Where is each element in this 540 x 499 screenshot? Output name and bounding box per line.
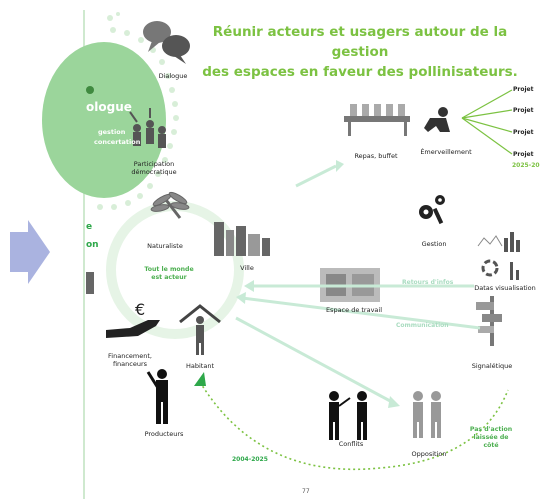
label-signaletique: Signalétique bbox=[471, 362, 513, 370]
title-line-2: des espaces en faveur des pollinisateurs… bbox=[202, 64, 518, 80]
svg-text:€: € bbox=[135, 300, 145, 319]
label-espace: Espace de travail bbox=[325, 306, 383, 314]
participation-icon bbox=[129, 108, 166, 148]
conflits-icon bbox=[329, 391, 367, 440]
project-2: Projet bbox=[513, 107, 534, 114]
dotted-curve bbox=[199, 381, 509, 471]
label-pas-action-1: Pas d'action bbox=[469, 426, 513, 433]
project-4: Projet bbox=[513, 151, 534, 158]
label-pas-action: Pas d'action laissée de côté bbox=[466, 426, 516, 450]
opposition-icon bbox=[413, 391, 441, 438]
circle-figure-head bbox=[86, 86, 94, 94]
project-1: Projet bbox=[513, 86, 534, 93]
producteur-icon bbox=[146, 369, 168, 424]
center-text-1: Tout le monde bbox=[144, 266, 194, 273]
dialogue-icon bbox=[143, 21, 190, 64]
left-divider bbox=[83, 10, 85, 499]
repas-icon bbox=[344, 104, 410, 136]
page-title: Réunir acteurs et usagers autour de la g… bbox=[190, 22, 530, 82]
project-lines bbox=[461, 89, 513, 155]
circle-title: ologue bbox=[86, 100, 132, 114]
city-icon bbox=[214, 222, 270, 256]
blue-arrow-icon bbox=[10, 220, 50, 284]
years-right: 2025-20 bbox=[512, 162, 540, 169]
label-participation-2: démocratique bbox=[131, 168, 177, 176]
label-repas: Repas, buffet bbox=[354, 152, 398, 160]
label-gestion: Gestion bbox=[421, 240, 447, 248]
title-line-1: Réunir acteurs et usagers autour de la g… bbox=[212, 24, 508, 60]
label-producteurs: Producteurs bbox=[144, 430, 184, 438]
emerveillement-icon bbox=[424, 107, 450, 132]
label-participation-1: Participation bbox=[133, 160, 175, 168]
label-financement-2: financeurs bbox=[112, 360, 148, 368]
signaletique-icon bbox=[476, 296, 502, 346]
label-opposition: Opposition bbox=[411, 450, 447, 458]
financing-icon: € bbox=[106, 300, 160, 338]
label-dialogue: Dialogue bbox=[158, 72, 188, 80]
label-naturaliste: Naturaliste bbox=[147, 242, 183, 250]
flow-arrows bbox=[235, 160, 481, 408]
circle-subtitle-2: concertation bbox=[94, 138, 141, 146]
label-participation: Participation démocratique bbox=[124, 160, 184, 176]
dotted-ring bbox=[97, 12, 179, 210]
label-datas: Datas visualisation bbox=[474, 284, 536, 292]
label-pas-action-2: laissée de côté bbox=[473, 434, 509, 449]
side-text-2: on bbox=[86, 240, 99, 250]
years-bottom: 2004-2025 bbox=[232, 456, 268, 463]
label-communication: Communication bbox=[396, 322, 449, 329]
curve-arrowhead bbox=[194, 372, 206, 386]
label-retours: Retours d'infos bbox=[402, 279, 454, 286]
label-financement: Financement, financeurs bbox=[100, 352, 160, 368]
side-figure bbox=[86, 272, 94, 294]
center-text-2: est acteur bbox=[151, 274, 187, 281]
big-green-circle bbox=[42, 42, 166, 198]
project-3: Projet bbox=[513, 129, 534, 136]
label-ville: Ville bbox=[240, 264, 254, 272]
page-number: 77 bbox=[302, 488, 310, 495]
dragonfly-icon bbox=[150, 191, 190, 219]
label-conflits: Conflits bbox=[338, 440, 364, 448]
dataviz-icon bbox=[477, 232, 520, 280]
circle-subtitle-1: gestion bbox=[98, 128, 126, 136]
label-emerveillement: Émerveillement bbox=[420, 148, 472, 156]
label-financement-1: Financement, bbox=[108, 352, 152, 360]
center-text: Tout le monde est acteur bbox=[134, 266, 204, 282]
label-habitant: Habitant bbox=[185, 362, 214, 370]
habitant-icon bbox=[179, 304, 221, 355]
gears-icon bbox=[419, 195, 445, 225]
side-text-1: e bbox=[86, 222, 93, 232]
